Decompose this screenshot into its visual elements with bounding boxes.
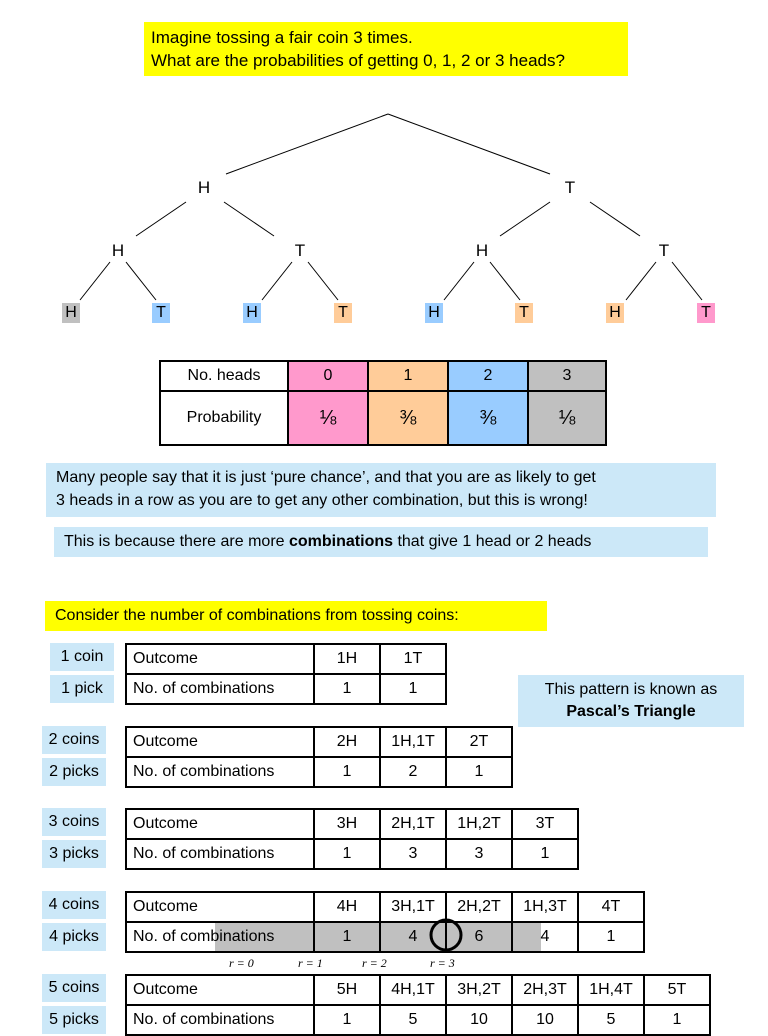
r-label: r = 0 [229, 956, 254, 970]
tree-leaf: H [243, 303, 261, 323]
explanation-line-1: Many people say that it is just ‘pure ch… [56, 469, 596, 486]
explanation-paragraph: Many people say that it is just ‘pure ch… [46, 463, 716, 517]
r-label: r = 3 [430, 956, 455, 970]
tree-leaf: T [515, 303, 533, 323]
heads-row-label: No. heads [159, 360, 289, 392]
combinations-table-4: Outcome 4H 3H,1T 2H,2T 1H,3T 4T No. of c… [125, 891, 645, 953]
tree-node-hh: H [111, 241, 125, 260]
combinations-bold: combinations [289, 533, 394, 550]
probability-cell: ⅜ [367, 390, 449, 446]
tree-leaf: H [606, 303, 624, 323]
question-line-1: Imagine tossing a fair coin 3 times. [151, 28, 413, 47]
combinations-note: This is because there are more combinati… [54, 527, 708, 557]
tree-leaf: T [697, 303, 715, 323]
heads-cell: 1 [367, 360, 449, 392]
probability-cell: ⅜ [447, 390, 529, 446]
highlight-circle [429, 918, 463, 952]
coins-label: 1 coin [50, 643, 114, 671]
coins-label: 2 coins [42, 726, 106, 754]
tree-branches [79, 113, 703, 301]
tree-node-h: H [197, 178, 211, 197]
combinations-table-1: Outcome 1H 1T No. of combinations 1 1 [125, 643, 447, 705]
coins-label: 4 coins [42, 891, 106, 919]
probability-row-label: Probability [159, 390, 289, 446]
heads-cell: 0 [287, 360, 369, 392]
coins-label: 3 coins [42, 808, 106, 836]
tree-leaf: H [425, 303, 443, 323]
tree-node-ht: T [294, 241, 306, 260]
picks-label: 5 picks [42, 1006, 106, 1034]
question-line-2: What are the probabilities of getting 0,… [151, 51, 565, 70]
combinations-table-3: Outcome 3H 2H,1T 1H,2T 3T No. of combina… [125, 808, 579, 870]
heads-cell: 2 [447, 360, 529, 392]
probability-cell: ⅛ [527, 390, 607, 446]
tree-node-th: H [475, 241, 489, 260]
tree-leaf: T [152, 303, 170, 323]
tree-node-t: T [564, 178, 576, 197]
r-label: r = 2 [362, 956, 387, 970]
tree-leaf: H [62, 303, 80, 323]
question-box: Imagine tossing a fair coin 3 times. Wha… [144, 22, 628, 76]
tree-node-tt: T [658, 241, 670, 260]
pascal-note: This pattern is known as Pascal’s Triang… [518, 675, 744, 727]
combinations-table-5: Outcome 5H 4H,1T 3H,2T 2H,3T 1H,4T 5T No… [125, 974, 711, 1036]
heads-cell: 3 [527, 360, 607, 392]
r-label: r = 1 [298, 956, 323, 970]
coins-label: 5 coins [42, 974, 106, 1002]
consider-heading: Consider the number of combinations from… [45, 601, 547, 631]
probability-cell: ⅛ [287, 390, 369, 446]
probability-table: No. heads 0 1 2 3 Probability ⅛ ⅜ ⅜ ⅛ [159, 360, 607, 446]
tree-leaf: T [334, 303, 352, 323]
picks-label: 4 picks [42, 923, 106, 951]
picks-label: 1 pick [50, 675, 114, 703]
probability-tree [79, 113, 703, 301]
picks-label: 2 picks [42, 758, 106, 786]
picks-label: 3 picks [42, 840, 106, 868]
explanation-line-2: 3 heads in a row as you are to get any o… [56, 492, 588, 509]
combinations-table-2: Outcome 2H 1H,1T 2T No. of combinations … [125, 726, 513, 788]
